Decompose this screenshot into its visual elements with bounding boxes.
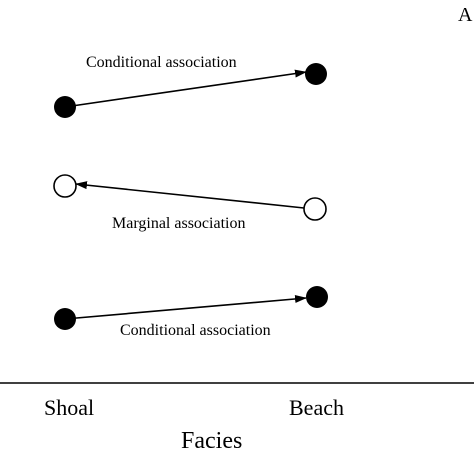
- panel-label: A: [458, 4, 473, 26]
- shoal-open-marker: [53, 174, 77, 198]
- beach-filled-marker-top: [305, 63, 327, 85]
- x-tick-label-beach: Beach: [289, 395, 344, 420]
- beach-open-marker: [303, 197, 327, 221]
- x-axis-title: Facies: [181, 428, 243, 454]
- shoal-filled-marker-top: [54, 96, 76, 118]
- conditional-association-arrow-bottom: [64, 294, 307, 320]
- conditional-association-label-top: Conditional association: [86, 54, 237, 71]
- conditional-association-arrow-top: [64, 69, 307, 108]
- marginal-association-label: Marginal association: [112, 215, 246, 232]
- marginal-association-arrow: [75, 181, 305, 209]
- beach-filled-marker-bottom: [306, 286, 328, 308]
- shoal-filled-marker-bottom: [54, 308, 76, 330]
- x-tick-label-shoal: Shoal: [44, 395, 95, 420]
- conditional-association-label-bottom: Conditional association: [120, 322, 271, 339]
